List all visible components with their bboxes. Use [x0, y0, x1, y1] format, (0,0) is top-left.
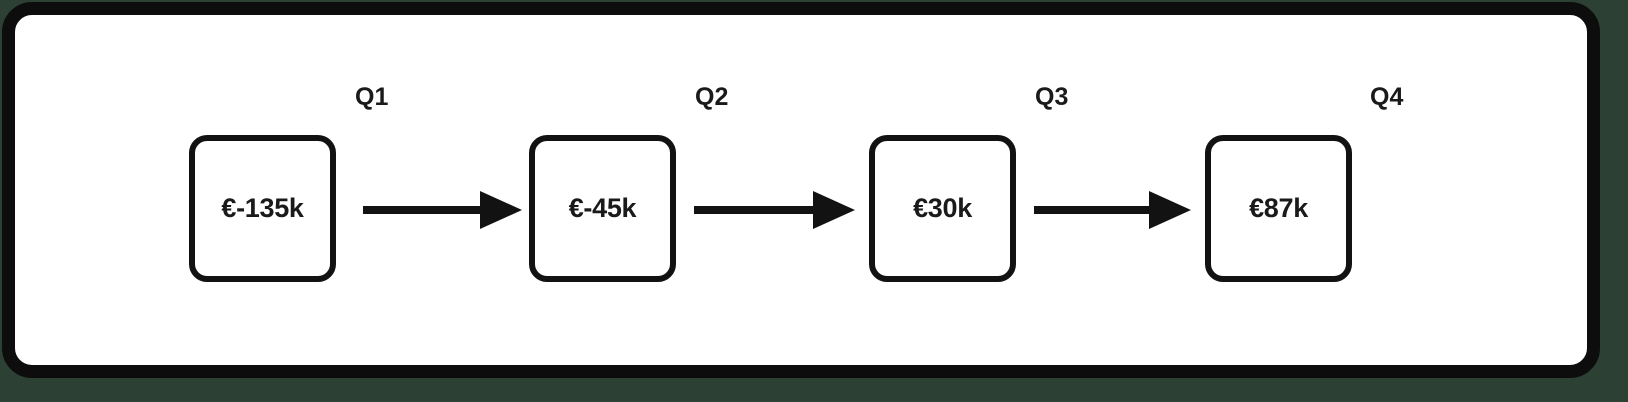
flow-node-label: €-135k — [221, 193, 304, 223]
flow-node-3[interactable]: €87k — [1205, 135, 1352, 282]
arrow-line-icon — [363, 206, 480, 214]
flow-node-0[interactable]: €-135k — [189, 135, 336, 282]
arrow-head-icon — [813, 191, 855, 229]
flow-node-label: €30k — [913, 193, 972, 223]
flow-node-label: €87k — [1249, 193, 1308, 223]
flow-edge-label-1: Q2 — [695, 83, 729, 111]
flow-edge-label-2: Q3 — [1035, 83, 1069, 111]
flow-edge-0 — [363, 191, 522, 229]
flow-trailing-label: Q4 — [1370, 83, 1404, 111]
flow-edge-2 — [1034, 191, 1191, 229]
arrow-line-icon — [1034, 206, 1149, 214]
diagram-frame: €-135k Q1 €-45k Q2 €30k — [2, 2, 1600, 378]
flow-node-label: €-45k — [568, 193, 637, 223]
flow-container: €-135k Q1 €-45k Q2 €30k — [189, 83, 1489, 283]
flow-edge-label-0: Q1 — [355, 83, 389, 111]
flow-edge-1 — [694, 191, 855, 229]
arrow-head-icon — [1149, 191, 1191, 229]
arrow-line-icon — [694, 206, 813, 214]
flow-node-2[interactable]: €30k — [869, 135, 1016, 282]
arrow-head-icon — [480, 191, 522, 229]
flow-node-1[interactable]: €-45k — [529, 135, 676, 282]
